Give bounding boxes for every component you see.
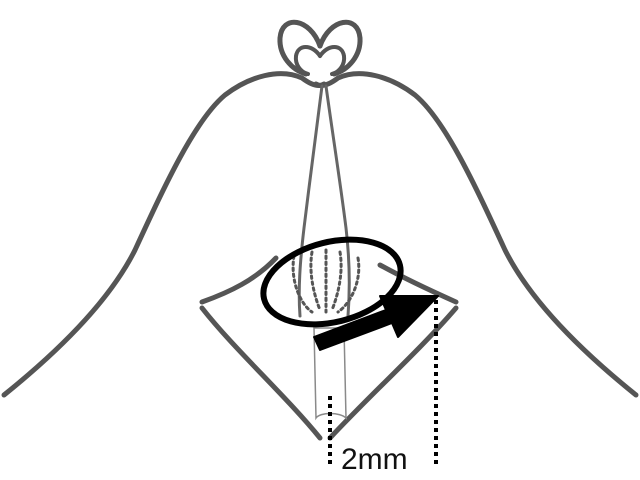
top-lobe-inner-left — [296, 47, 320, 74]
scale-bar-label: 2mm — [341, 443, 408, 476]
central-ridge-left — [299, 86, 322, 316]
dotted-fan-left-inner — [311, 252, 320, 310]
dotted-fan-left-outer — [293, 256, 312, 312]
outer-body-outline — [4, 74, 324, 395]
dotted-fan-right-inner — [332, 252, 341, 310]
top-lobe-inner-right — [320, 47, 344, 74]
central-ridge-right — [326, 86, 349, 316]
incision-outline-lower-left — [202, 308, 320, 438]
outer-body-outline-right — [316, 74, 636, 395]
